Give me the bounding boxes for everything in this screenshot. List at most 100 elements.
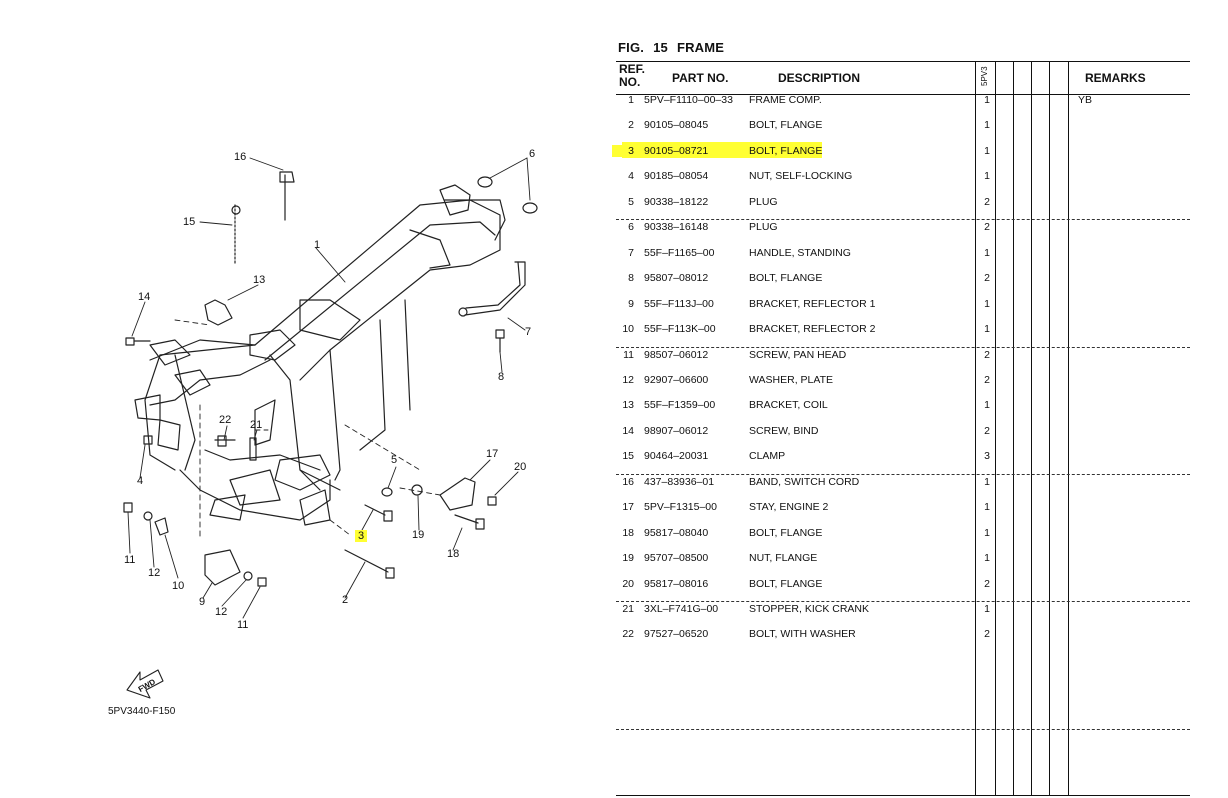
callout-5: 5	[391, 454, 398, 466]
cell-qty: 1	[984, 119, 990, 132]
band-drawing	[279, 171, 295, 221]
cell-description: BOLT, FLANGE	[749, 119, 823, 132]
cell-ref: 8	[628, 272, 634, 285]
screw-11b-drawing	[257, 577, 267, 587]
cell-qty: 2	[984, 348, 990, 361]
cell-ref: 6	[628, 221, 634, 234]
cell-description: BRACKET, REFLECTOR 1	[749, 297, 876, 310]
callout-21: 21	[250, 419, 263, 431]
callout-12b: 12	[215, 606, 228, 618]
col-divider-2	[995, 61, 996, 795]
table-row: 22 97527–06520 BOLT, WITH WASHER 2	[612, 628, 1190, 653]
callout-13: 13	[253, 274, 266, 286]
cell-qty: 1	[984, 501, 990, 514]
cell-description: NUT, FLANGE	[749, 552, 818, 565]
drawing-code: 5PV3440-F150	[108, 706, 176, 717]
cell-description: CLAMP	[749, 450, 786, 463]
cell-part-no: 98907–06012	[644, 424, 709, 437]
group-separator	[616, 474, 1190, 475]
cell-description: SCREW, BIND	[749, 424, 819, 437]
cell-qty: 2	[984, 424, 990, 437]
callout-7: 7	[525, 326, 532, 338]
cell-description: NUT, SELF-LOCKING	[749, 170, 853, 183]
cell-qty: 2	[984, 628, 990, 641]
plug-6b-drawing	[522, 202, 538, 214]
table-row: 17 5PV–F1315–00 STAY, ENGINE 2 1	[612, 501, 1190, 526]
callout-14: 14	[138, 291, 151, 303]
fwd-arrow-icon	[126, 669, 164, 699]
stay-engine-drawing	[439, 477, 476, 511]
cell-part-no: 5PV–F1315–00	[644, 501, 717, 514]
callout-1: 1	[314, 239, 321, 251]
cell-part-no: 437–83936–01	[644, 475, 715, 488]
cell-qty: 2	[984, 577, 990, 590]
cell-ref: 14	[622, 424, 634, 437]
cell-ref: 7	[628, 246, 634, 259]
cell-description: SCREW, PAN HEAD	[749, 348, 847, 361]
cell-description: STOPPER, KICK CRANK	[749, 603, 870, 615]
cell-qty: 2	[984, 195, 990, 208]
cell-ref: 1	[628, 94, 634, 106]
exploded-diagram: 16 15 1 13 14 6 7 8 4 22 21 5 17 20 3 19…	[0, 0, 600, 798]
cell-ref: 20	[622, 577, 634, 590]
cell-ref: 5	[628, 195, 634, 208]
cell-part-no: 92907–06600	[644, 373, 709, 386]
figure-number: 15	[653, 40, 668, 55]
cell-ref: 10	[622, 323, 634, 336]
cell-ref: 18	[622, 526, 634, 539]
cell-description: BRACKET, REFLECTOR 2	[749, 323, 876, 336]
callout-15: 15	[183, 216, 196, 228]
frame-comp-drawing	[134, 184, 506, 526]
frame-drawing	[123, 157, 538, 699]
cell-ref: 17	[622, 501, 634, 514]
cell-part-no: 5PV–F1110–00–33	[644, 94, 733, 106]
cell-qty: 3	[984, 450, 990, 463]
bracket-9-drawing	[204, 549, 241, 586]
cell-part-no: 90338–18122	[644, 195, 709, 208]
cell-qty: 1	[984, 399, 990, 412]
cell-qty: 2	[984, 272, 990, 285]
bolt-3-drawing	[364, 504, 386, 516]
callout-10: 10	[172, 580, 185, 592]
cell-ref: 4	[628, 170, 634, 183]
bolt-8-drawing	[495, 329, 505, 353]
header-part-no: PART NO.	[672, 71, 729, 85]
header-remarks: REMARKS	[1085, 71, 1146, 85]
bolt-20-drawing	[487, 496, 497, 506]
cell-ref: 22	[622, 628, 634, 641]
cell-qty: 1	[984, 552, 990, 565]
cell-description: BRACKET, COIL	[749, 399, 828, 412]
cell-ref: 9	[628, 297, 634, 310]
stopper-drawing	[249, 437, 257, 461]
cell-description: BOLT, WITH WASHER	[749, 628, 856, 641]
col-divider-4	[1031, 61, 1032, 795]
cell-part-no: 90105–08045	[644, 119, 709, 132]
cell-description: STAY, ENGINE 2	[749, 501, 829, 514]
cell-part-no: 95707–08500	[644, 552, 709, 565]
figure-name: FRAME	[676, 40, 725, 55]
cell-description: BOLT, FLANGE	[749, 577, 823, 590]
cell-part-no: 95817–08016	[644, 577, 709, 590]
screw-11a-drawing	[123, 502, 133, 513]
cell-part-no: 90105–08721	[644, 144, 709, 157]
cell-description: WASHER, PLATE	[749, 373, 834, 386]
cell-part-no: 90338–16148	[644, 221, 709, 234]
cell-part-no: 97527–06520	[644, 628, 709, 641]
header-ref-line1: REF.	[619, 62, 646, 76]
cell-part-no: 95807–08012	[644, 272, 709, 285]
cell-description: HANDLE, STANDING	[749, 246, 851, 259]
cell-qty: 1	[984, 144, 990, 157]
table-row: 14 98907–06012 SCREW, BIND 2	[612, 425, 1190, 450]
cell-qty: 1	[984, 603, 990, 615]
group-separator	[616, 219, 1190, 220]
